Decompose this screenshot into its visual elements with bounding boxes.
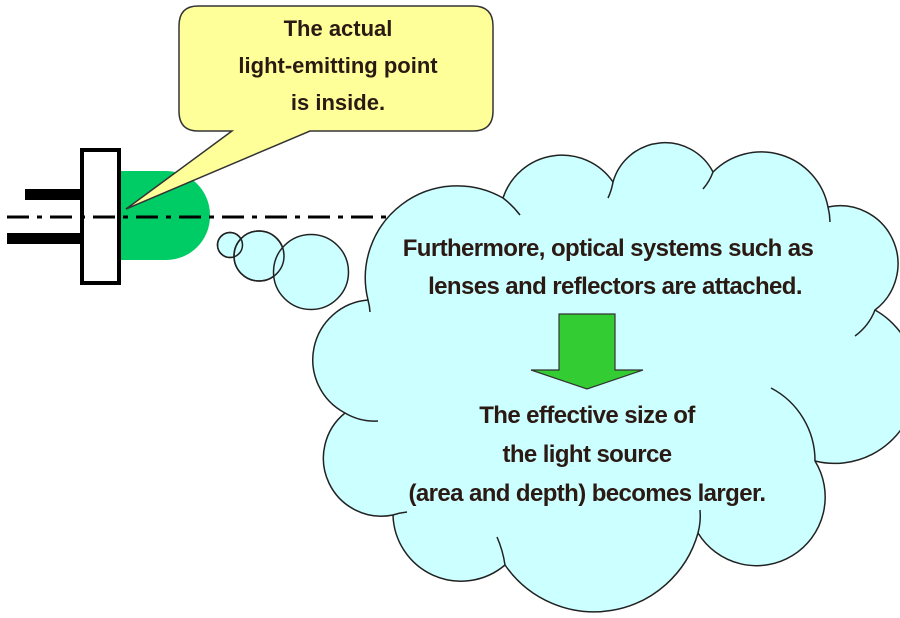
cloud-inner-arc <box>770 387 816 462</box>
cloud-inner-arcs <box>344 171 876 566</box>
cloud-bottom-line-2: the light source <box>502 441 671 468</box>
cloud-inner-arc <box>344 412 379 422</box>
cloud-top-line-1: Furthermore, optical systems such as <box>403 235 814 262</box>
cloud-inner-arc <box>854 309 876 337</box>
thought-bubble-small-outline <box>216 231 244 259</box>
speech-bubble <box>125 5 494 210</box>
cloud-bottom-line-1: The effective size of <box>479 402 696 429</box>
cloud-inner-arc <box>607 181 614 199</box>
cloud-inner-arc <box>496 536 506 566</box>
cloud-bottom-line-3: (area and depth) becomes larger. <box>409 480 766 507</box>
speech-bubble-line-3: is inside. <box>291 90 385 115</box>
cloud-inner-arc <box>367 299 371 313</box>
cloud-inner-arc <box>392 511 408 516</box>
led-lead-bottom <box>7 233 82 244</box>
led-body <box>120 171 210 260</box>
cloud-inner-arc <box>502 197 521 216</box>
thought-bubble-medium-outline <box>233 230 285 282</box>
cloud-inner-arc <box>827 206 831 223</box>
speech-bubble-line-1: The actual <box>284 16 393 41</box>
down-arrow-icon <box>530 313 644 390</box>
cloud-top-line-2: lenses and reflectors are attached. <box>428 273 802 300</box>
led-lead-top <box>25 189 82 200</box>
cloud-inner-arc <box>702 171 714 190</box>
thought-bubble-large <box>272 233 350 311</box>
cloud-inner-arc <box>697 509 702 534</box>
speech-bubble-line-2: light-emitting point <box>238 53 438 78</box>
